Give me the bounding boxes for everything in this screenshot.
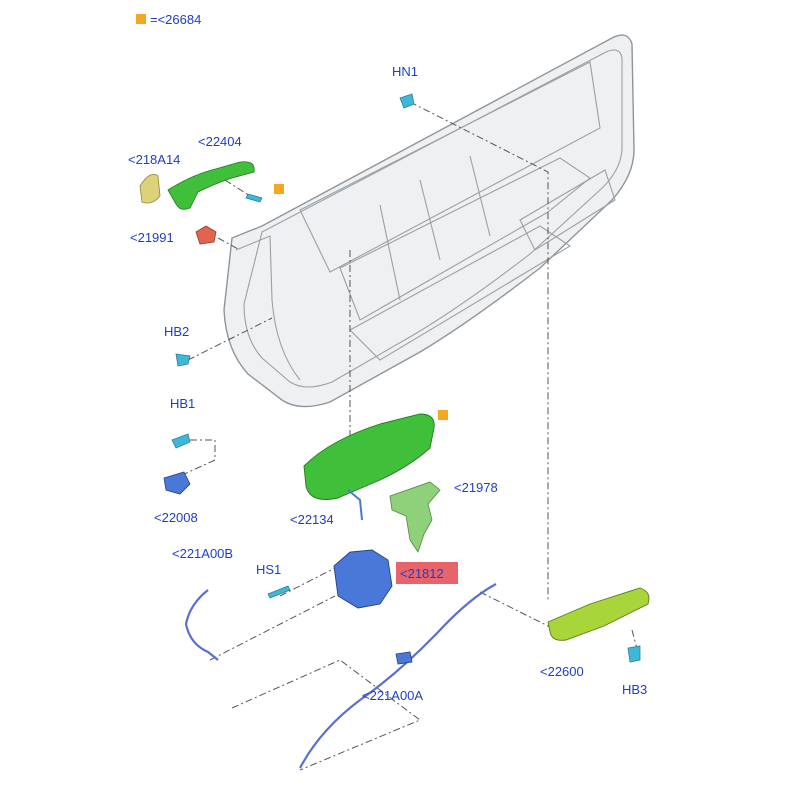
green-panel-marker <box>438 410 448 420</box>
part-21991-shape <box>195 225 217 245</box>
leader-lines <box>179 101 641 771</box>
legend-text: =<26684 <box>150 12 201 27</box>
part-22404 <box>167 161 255 210</box>
label-hb1: HB1 <box>170 396 195 411</box>
part-21812-shape <box>333 549 393 609</box>
hb2-bolt <box>175 353 191 367</box>
door-pocket-line <box>519 169 616 251</box>
part-22134-shape <box>347 489 363 521</box>
label-21812: <21812 <box>400 566 444 581</box>
part-21812 <box>333 549 393 609</box>
label-21812-highlight <box>396 562 458 584</box>
legend-swatch <box>136 14 146 24</box>
leader-221a00a <box>231 659 421 771</box>
part-221a00a <box>299 583 497 769</box>
leader-hn1 <box>409 101 549 600</box>
hs1-screw <box>267 585 291 599</box>
leader-hb1 <box>179 439 216 477</box>
label-21978: <21978 <box>454 480 498 495</box>
label-hn1: HN1 <box>392 64 418 79</box>
door-outline <box>223 34 635 408</box>
part-21991 <box>195 225 217 245</box>
leader-21991 <box>217 237 241 251</box>
part-22134 <box>347 489 363 521</box>
part-22008 <box>163 471 191 495</box>
screw-upper <box>245 184 284 203</box>
leader-221a00b <box>209 595 336 661</box>
label-hs1: HS1 <box>256 562 281 577</box>
legend: =<26684 <box>136 12 201 27</box>
labels: HN1 <22404 <218A14 <21991 HB2 HB1 <22008… <box>128 64 647 703</box>
label-221a00a: <221A00A <box>362 688 423 703</box>
part-green-panel <box>303 410 448 500</box>
part-221a00a-clip <box>395 651 413 665</box>
hb1-bolt-shape <box>171 433 191 449</box>
door-inner-frame <box>243 49 623 388</box>
hs1-screw-shape <box>267 585 291 599</box>
label-22600: <22600 <box>540 664 584 679</box>
label-218a14: <218A14 <box>128 152 180 167</box>
hb1-bolt <box>171 433 191 449</box>
door-rib-1 <box>419 179 441 261</box>
part-221a00a-shape <box>299 583 497 769</box>
label-hb3: HB3 <box>622 682 647 697</box>
part-218a14-shape <box>139 173 161 204</box>
part-21978-shape <box>389 481 441 553</box>
label-22134: <22134 <box>290 512 334 527</box>
part-22600 <box>547 587 650 641</box>
part-21978 <box>389 481 441 553</box>
part-221a00b <box>184 589 219 661</box>
door-rib-3 <box>379 204 401 301</box>
door-rib-2 <box>469 155 491 237</box>
hn1-clip <box>399 93 415 109</box>
hb3-bolt <box>627 645 641 663</box>
screw-upper-shape <box>245 193 263 203</box>
part-221a00b-shape <box>184 589 219 661</box>
hb3-bolt-shape <box>627 645 641 663</box>
door-edge-line <box>235 235 301 381</box>
green-panel-shape <box>303 413 435 500</box>
leader-22404 <box>224 179 251 197</box>
door-trim-line <box>339 157 591 321</box>
label-21991: <21991 <box>130 230 174 245</box>
part-22600-shape <box>547 587 650 641</box>
screw-upper-marker <box>274 184 284 194</box>
hb2-bolt-shape <box>175 353 191 367</box>
door-window-line <box>299 61 601 273</box>
label-22008: <22008 <box>154 510 198 525</box>
part-218a14 <box>139 173 161 204</box>
part-22404-shape <box>167 161 255 210</box>
door-panel <box>223 34 635 408</box>
label-22404: <22404 <box>198 134 242 149</box>
door-lower-line <box>349 225 572 361</box>
leader-hs1 <box>279 567 336 597</box>
label-hb2: HB2 <box>164 324 189 339</box>
hn1-clip-shape <box>399 93 415 109</box>
leader-hb2 <box>187 317 273 361</box>
label-221a00b: <221A00B <box>172 546 233 561</box>
part-22008-shape <box>163 471 191 495</box>
